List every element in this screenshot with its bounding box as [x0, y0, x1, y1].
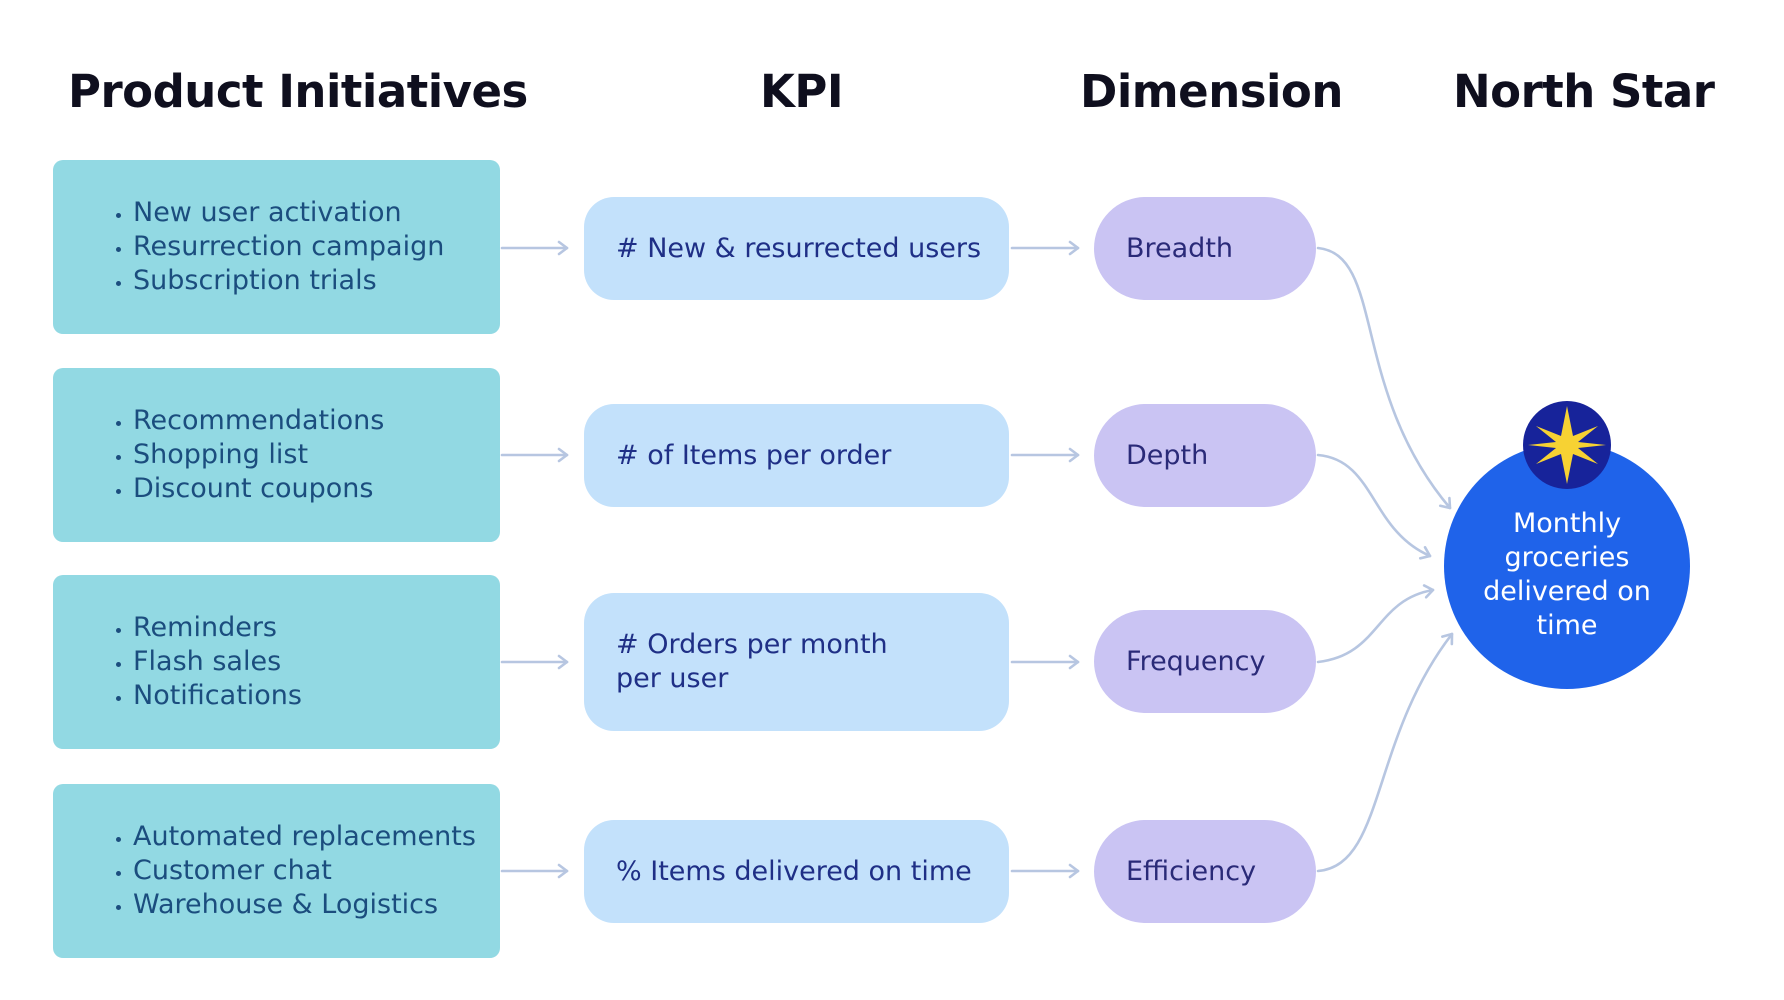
initiative-item: Warehouse & Logistics [133, 888, 500, 922]
kpi-box-items-delivered-on-time: % Items delivered on time [584, 820, 1009, 923]
initiative-item: Shopping list [133, 438, 500, 472]
kpi-label: % Items delivered on time [616, 855, 972, 887]
north-star-label: Monthly groceries delivered on time [1472, 507, 1662, 643]
arrow-depth-to-north-star [1316, 453, 1432, 560]
dimension-frequency: Frequency [1094, 610, 1316, 713]
initiative-item: Flash sales [133, 645, 500, 679]
initiative-item: Automated replacements [133, 820, 500, 854]
arrow-breadth-to-north-star [1316, 246, 1452, 510]
kpi-label-line: per user [616, 663, 729, 694]
dimension-depth: Depth [1094, 404, 1316, 507]
dimension-label: Breadth [1126, 233, 1234, 264]
arrow-frequency-to-north-star [1316, 584, 1435, 664]
initiative-box-frequency: Reminders Flash sales Notifications [53, 575, 500, 749]
initiative-item: Subscription trials [133, 264, 500, 298]
north-star-line: time [1536, 610, 1598, 641]
initiative-box-breadth: New user activation Resurrection campaig… [53, 160, 500, 334]
initiative-item: New user activation [133, 196, 500, 230]
heading-kpi: KPI [760, 65, 844, 118]
dimension-label: Frequency [1126, 646, 1266, 677]
star-icon [1523, 401, 1611, 489]
kpi-box-new-resurrected-users: # New & resurrected users [584, 197, 1009, 300]
initiative-item: Resurrection campaign [133, 230, 500, 264]
heading-north-star: North Star [1453, 65, 1715, 118]
initiative-box-efficiency: Automated replacements Customer chat War… [53, 784, 500, 958]
kpi-label: # of Items per order [616, 439, 892, 471]
kpi-box-orders-per-month: # Orders per month per user [584, 593, 1009, 731]
initiative-item: Reminders [133, 611, 500, 645]
north-star-line: delivered on [1483, 576, 1651, 607]
initiative-item: Discount coupons [133, 472, 500, 506]
north-star-line: Monthly [1512, 508, 1622, 539]
kpi-label: # New & resurrected users [616, 232, 982, 264]
initiative-box-depth: Recommendations Shopping list Discount c… [53, 368, 500, 542]
dimension-efficiency: Efficiency [1094, 820, 1316, 923]
dimension-label: Efficiency [1126, 856, 1257, 887]
dimension-breadth: Breadth [1094, 197, 1316, 300]
initiative-item: Notifications [133, 679, 500, 713]
kpi-label-line: # Orders per month [616, 629, 888, 660]
arrow-efficiency-to-north-star [1316, 632, 1454, 873]
dimension-label: Depth [1126, 440, 1209, 471]
kpi-box-items-per-order: # of Items per order [584, 404, 1009, 507]
heading-dimension: Dimension [1080, 65, 1343, 118]
initiative-item: Recommendations [133, 404, 500, 438]
heading-product-initiatives: Product Initiatives [68, 65, 528, 118]
north-star-line: groceries [1504, 542, 1630, 573]
initiative-item: Customer chat [133, 854, 500, 888]
